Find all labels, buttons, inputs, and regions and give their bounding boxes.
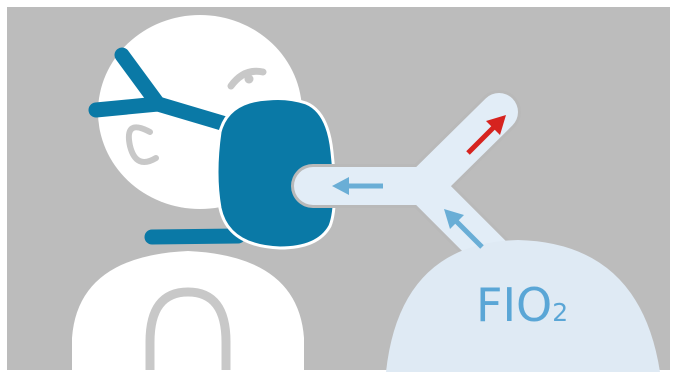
fio2-label-subscript: 2 [552,298,568,327]
eye [245,75,254,84]
fio2-label: FIO2 [476,282,568,336]
mask-strap-lower [152,236,238,237]
fio2-label-main: FIO [476,278,552,332]
